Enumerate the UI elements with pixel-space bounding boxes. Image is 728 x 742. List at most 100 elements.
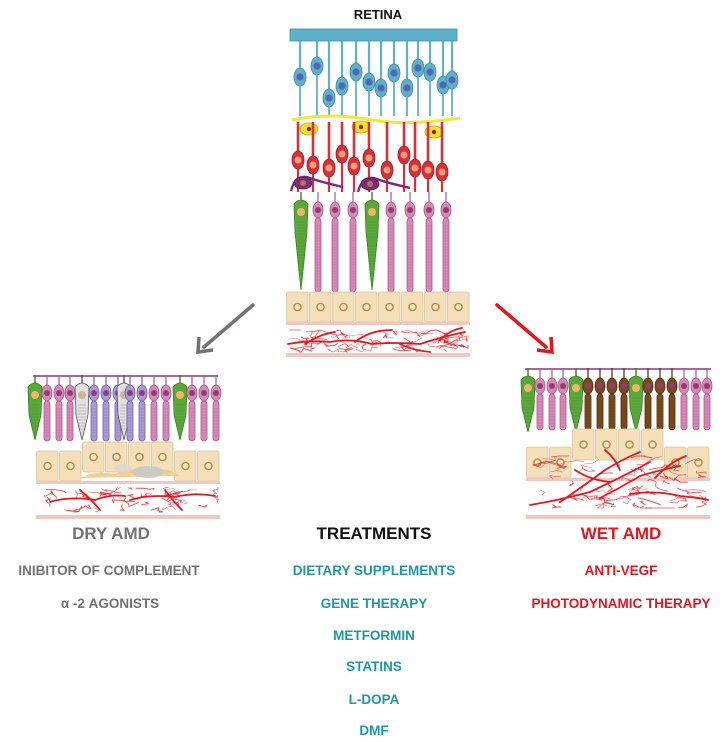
rpe-nucleus (135, 452, 144, 462)
capillary (581, 494, 599, 497)
capillary (628, 487, 640, 493)
capillary (596, 503, 608, 509)
rod-cell (210, 375, 222, 442)
capillary (427, 343, 457, 350)
capillary (119, 504, 125, 511)
cone-cell (568, 368, 584, 433)
ganglion-cell (362, 41, 376, 116)
rpe-nucleus (112, 452, 121, 462)
capillary (599, 472, 614, 475)
rod-cell (557, 368, 569, 431)
ganglion-cell (400, 41, 414, 116)
capillary (540, 490, 546, 496)
capillary (161, 497, 184, 503)
bipolar-cell (306, 122, 320, 192)
ganglion-cell (293, 41, 307, 116)
rpe-nucleus (181, 461, 190, 471)
capillary (632, 502, 640, 508)
capillary (637, 468, 645, 471)
treatment-item: STATINS (346, 659, 402, 674)
capillary (309, 337, 328, 340)
capillary (688, 494, 707, 499)
treatment-item: GENE THERAPY (320, 596, 428, 611)
bipolar-cell (435, 122, 449, 192)
capillary (595, 502, 617, 508)
retina-title: RETINA (353, 7, 403, 22)
dry-amd-title: DRY AMD (72, 524, 150, 543)
capillary (639, 468, 643, 472)
rpe-nucleus (293, 302, 302, 312)
capillary (109, 486, 121, 495)
capillary (620, 477, 632, 481)
capillary (598, 497, 613, 505)
capillary (580, 496, 588, 502)
blood-vessel (574, 469, 611, 483)
capillary (648, 464, 671, 470)
capillary (593, 495, 611, 499)
capillary (167, 502, 180, 507)
ganglion-cell (387, 41, 401, 116)
capillary (622, 499, 630, 505)
capillary (401, 331, 421, 337)
capillary (111, 499, 135, 504)
blood-vessel (79, 489, 101, 511)
capillary (635, 467, 652, 478)
inner-plexiform-layer (291, 114, 461, 125)
degenerating-rod-cell (606, 368, 618, 431)
capillary (639, 500, 646, 506)
rpe-nucleus (454, 302, 463, 312)
choroid-blood-vessels (287, 327, 469, 353)
capillary (323, 342, 339, 348)
ganglion-cell (411, 41, 425, 116)
capillary (45, 489, 67, 494)
capillary (636, 456, 662, 466)
capillary (64, 508, 80, 512)
wet-amd-retina-illustration (520, 368, 713, 519)
rod-cell (678, 368, 690, 431)
rpe-nucleus (316, 302, 325, 312)
rpe-nucleus (556, 458, 565, 467)
rod-cell (64, 375, 76, 442)
capillary (337, 343, 358, 349)
rod-cell (160, 375, 172, 442)
bipolar-cell (362, 122, 376, 192)
capillary (583, 495, 603, 501)
rpe-layer (36, 441, 220, 482)
capillary (551, 455, 569, 458)
capillary (198, 504, 208, 508)
wet-amd-title: WET AMD (580, 524, 662, 543)
ganglion-cell (322, 41, 336, 116)
capillary (647, 478, 668, 492)
capillary (379, 330, 395, 339)
blood-vessel (354, 329, 393, 343)
blood-vessel (599, 465, 681, 499)
rod-cell (347, 192, 359, 293)
horizontal-cell (356, 176, 411, 193)
rpe-nucleus (602, 440, 611, 449)
capillary (343, 347, 353, 353)
blood-vessel (129, 493, 216, 501)
capillary (549, 475, 561, 480)
treatments-title: TREATMENTS (316, 524, 432, 543)
capillary (421, 329, 446, 335)
capillary (392, 330, 398, 336)
blood-vessel (304, 331, 336, 345)
rod-cell (312, 192, 324, 293)
amacrine-cell (351, 120, 371, 134)
bruchs-membrane (286, 322, 470, 325)
rpe-nucleus (431, 302, 440, 312)
rod-cell (329, 192, 341, 293)
blood-vessel (164, 489, 183, 511)
treatment-item: L-DOPA (348, 692, 400, 707)
capillary (550, 469, 563, 473)
bipolar-cell (380, 122, 394, 192)
capillary (127, 493, 138, 500)
capillary (335, 329, 345, 340)
capillary (327, 348, 345, 353)
arrow-to-wet-amd (495, 303, 554, 355)
ganglion-cell (310, 41, 324, 116)
capillary (162, 486, 169, 490)
choroid-blood-vessels (529, 449, 709, 509)
capillary (596, 488, 615, 495)
